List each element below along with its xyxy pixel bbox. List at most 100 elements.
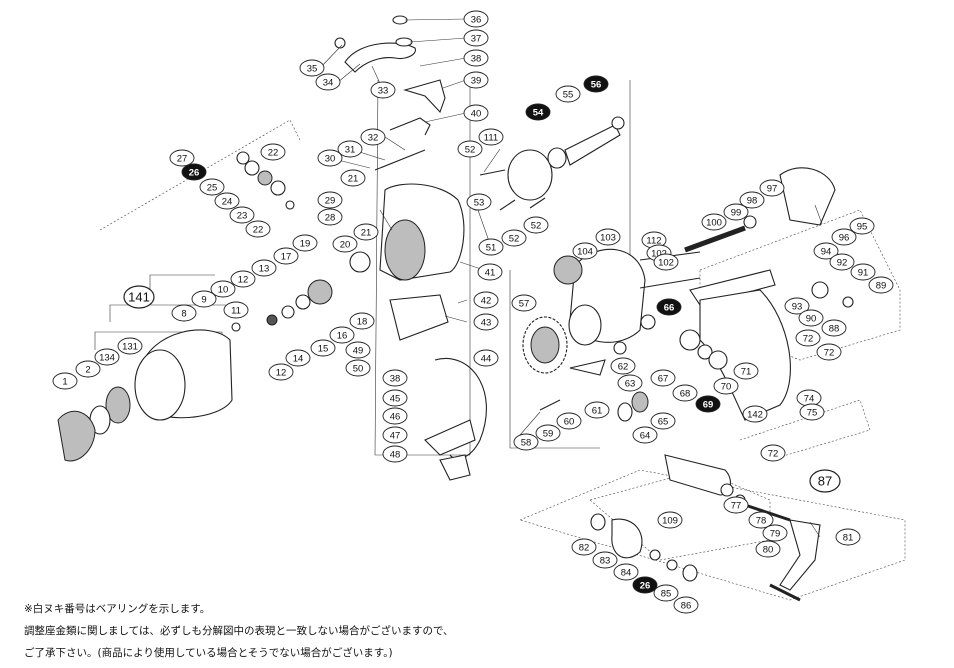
callout-number-36: 36 — [471, 14, 482, 25]
rotor-inner-part — [384, 219, 426, 281]
callout-badge-16 — [329, 326, 355, 344]
part-98-part — [743, 215, 757, 229]
callout-badge-55 — [555, 85, 581, 103]
callout-70: 70 — [713, 377, 739, 395]
callout-34: 34 — [315, 73, 341, 91]
leader-37 — [409, 37, 467, 43]
shaft-102b-part — [639, 277, 701, 289]
callout-badge-27 — [169, 149, 195, 167]
callout-8: 8 — [171, 304, 197, 322]
footnote-washers: 調整座金類に関しましては、必ずしも分解図中の表現と一致しない場合がございますので… — [24, 625, 454, 637]
callout-1: 1 — [52, 372, 78, 390]
callout-number-85: 85 — [661, 588, 672, 599]
gear-111-part — [507, 149, 553, 201]
callout-badge-8 — [171, 304, 197, 322]
callout-number-134: 134 — [99, 352, 115, 363]
callout-number-55: 55 — [563, 89, 574, 100]
callout-number-111: 111 — [484, 132, 498, 143]
callout-59: 59 — [535, 424, 561, 442]
callout-badge-32 — [360, 128, 386, 146]
callout-number-102: 102 — [651, 248, 667, 259]
part-92-part — [811, 281, 829, 299]
callout-62: 62 — [610, 357, 636, 375]
handle-group-outline — [519, 469, 906, 601]
callout-badge-36 — [463, 10, 489, 28]
callout-15: 15 — [310, 339, 336, 357]
callout-63: 63 — [617, 374, 643, 392]
callout-badge-45 — [382, 389, 408, 407]
callout-number-27: 27 — [177, 153, 188, 164]
callout-number-99: 99 — [731, 207, 742, 218]
spindle-79-part — [744, 503, 791, 522]
callout-badge-17 — [273, 247, 299, 265]
callout-badge-103 — [595, 228, 621, 246]
leader-20 — [379, 209, 393, 231]
callout-number-61: 61 — [592, 405, 603, 416]
pinion-55-part — [564, 124, 621, 166]
callout-badge-52 — [501, 229, 527, 247]
callout-number-17: 17 — [281, 251, 292, 262]
callout-badge-56 — [583, 75, 609, 93]
spool-lip-part — [134, 349, 186, 421]
washer-84-part — [649, 549, 661, 561]
callout-badge-91 — [850, 263, 876, 281]
callout-badge-30 — [317, 149, 343, 167]
callout-49: 49 — [345, 341, 371, 359]
callout-96: 96 — [831, 228, 857, 246]
callout-26: 26 — [181, 163, 207, 181]
callout-number-72: 72 — [768, 448, 779, 459]
gear-57-hub-part — [530, 326, 560, 364]
callout-badge-78 — [748, 511, 774, 529]
callout-number-95: 95 — [857, 221, 868, 232]
callout-74: 74 — [796, 389, 822, 407]
callout-number-66: 66 — [664, 302, 675, 313]
callout-38: 38 — [382, 369, 408, 387]
leader-95 — [814, 204, 823, 225]
callout-badge-60 — [556, 412, 582, 430]
callout-badge-48 — [382, 445, 408, 463]
worm-shaft-112-part — [684, 225, 746, 253]
callout-65: 65 — [650, 412, 676, 430]
callout-badge-87 — [809, 469, 841, 493]
callout-20: 20 — [332, 235, 358, 253]
callout-21: 21 — [353, 223, 379, 241]
callout-53: 53 — [466, 193, 492, 211]
spool-131-part — [105, 386, 131, 424]
callout-number-1: 1 — [62, 376, 67, 387]
callout-number-112: 112 — [646, 235, 661, 246]
callout-badge-53 — [466, 193, 492, 211]
callout-88: 88 — [821, 319, 847, 337]
callout-number-22: 22 — [253, 224, 264, 235]
callout-21: 21 — [340, 169, 366, 187]
callout-number-81: 81 — [843, 532, 854, 543]
callout-27: 27 — [169, 149, 195, 167]
callout-number-94: 94 — [821, 246, 832, 257]
callout-badge-99 — [723, 203, 749, 221]
callout-badge-93 — [784, 297, 810, 315]
callout-badge-51 — [478, 238, 504, 256]
callout-badge-86 — [673, 596, 699, 614]
callout-badge-46 — [382, 407, 408, 425]
callout-number-41: 41 — [485, 267, 496, 278]
spring-31-part — [374, 149, 426, 171]
callout-badge-68 — [672, 384, 698, 402]
leader-58 — [519, 411, 541, 436]
callout-number-57: 57 — [519, 298, 530, 309]
callout-badge-24 — [214, 192, 240, 210]
callout-number-102: 102 — [658, 257, 674, 268]
callout-badge-23 — [229, 206, 255, 224]
callout-number-131: 131 — [122, 341, 138, 352]
callout-badge-15 — [310, 339, 336, 357]
callout-89: 89 — [868, 276, 894, 294]
footnote-note: ご了承下さい。(商品により使用している場合とそうでない場合がございます。) — [24, 647, 393, 659]
callout-87: 87 — [809, 469, 841, 493]
callout-45: 45 — [382, 389, 408, 407]
callout-number-63: 63 — [625, 378, 636, 389]
callout-number-80: 80 — [763, 544, 774, 555]
callout-69: 69 — [695, 395, 721, 413]
callout-badge-100 — [701, 213, 727, 231]
callout-badge-94 — [813, 242, 839, 260]
callout-number-26: 26 — [640, 580, 651, 591]
leader-43 — [444, 315, 468, 323]
